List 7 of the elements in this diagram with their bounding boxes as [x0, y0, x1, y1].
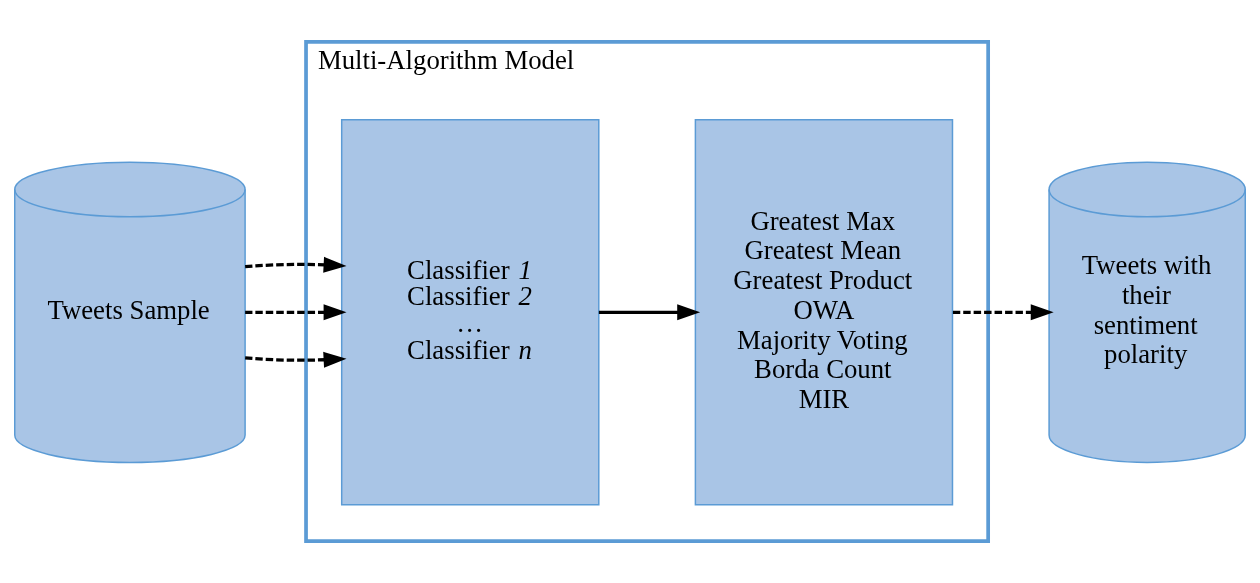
- arrow: [952, 304, 1054, 321]
- arrow: [598, 304, 701, 321]
- node-box: Greatest Max Greatest Mean Greatest Product OWA Majority Voting Borda Count MIR: [694, 119, 954, 506]
- arrow: [245, 304, 347, 321]
- arrow: [245, 256, 347, 273]
- arrow: [245, 351, 347, 368]
- node-box: Classifier 1 Classifier 2 … Classifier n: [340, 119, 600, 506]
